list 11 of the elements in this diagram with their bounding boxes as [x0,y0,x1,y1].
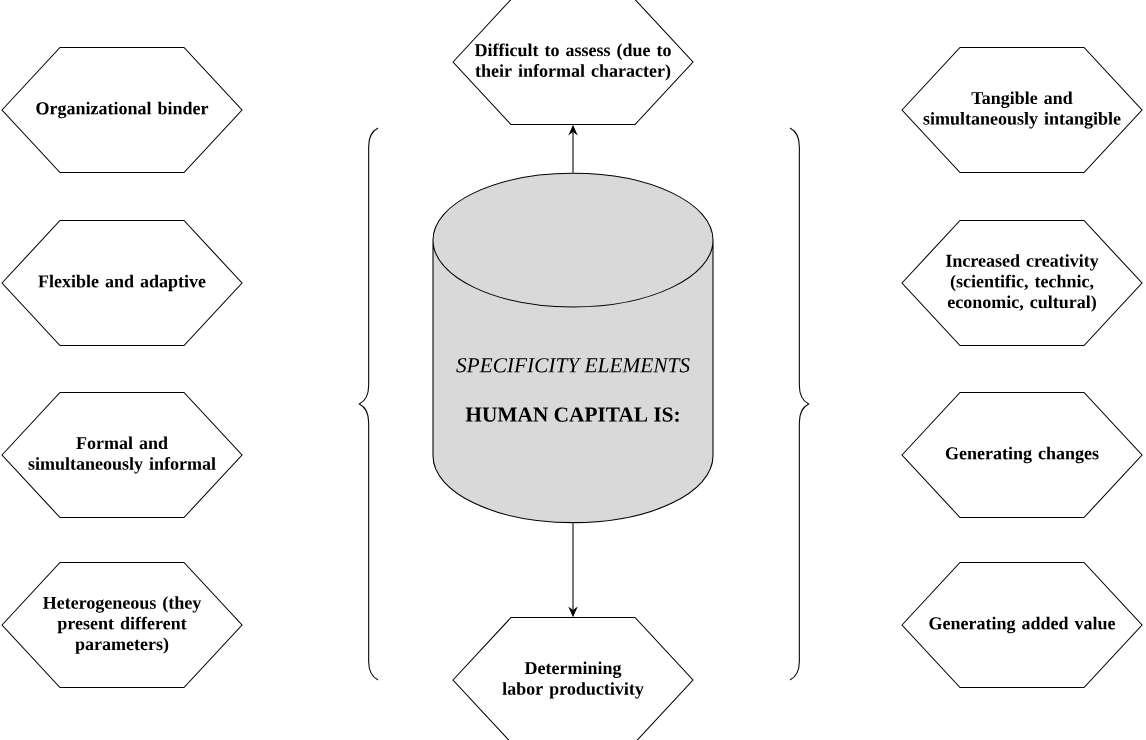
hexagon: Increased creativity (scientific, technic, economic, cultural) [901,219,1143,347]
hexagon: Heterogeneous (they present different parameters) [1,561,243,689]
hexagon: Flexible and adaptive [1,219,243,347]
hexagon: Tangible and simultaneously intangible [901,46,1143,174]
hexagon: Difficult to assess (due to their informal character) [452,0,694,126]
hexagon: Generating changes [901,391,1143,519]
hexagon: Formal and simultaneously informal [1,391,243,519]
hexagon: Generating added value [901,561,1143,689]
hexagon: Organizational binder [1,46,243,174]
cylinder: SPECIFICITY ELEMENTS HUMAN CAPITAL IS: [432,172,714,524]
hexagon: Determining labor productivity [452,616,694,740]
